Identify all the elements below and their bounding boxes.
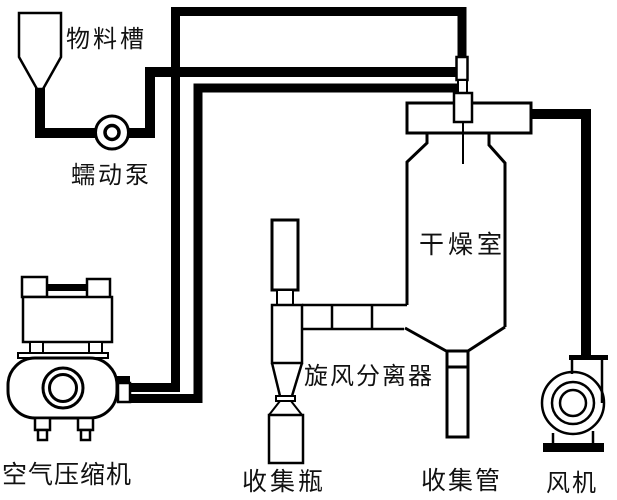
collection-tube-shape xyxy=(445,365,470,439)
air-compressor-symbol xyxy=(6,275,132,442)
label-cyclone-separator: 旋风分离器 xyxy=(304,362,434,390)
funnel-shape xyxy=(17,11,63,91)
drying-chamber-outline xyxy=(404,133,507,439)
label-drying-chamber: 干燥室 xyxy=(419,230,507,259)
chamber-right-wall xyxy=(487,133,507,327)
nozzle-mid-section xyxy=(457,79,468,94)
bottle-shoulder-right xyxy=(290,400,303,416)
cyclone-vortex-tube xyxy=(270,218,300,292)
compressor-foot-stem-right xyxy=(79,428,92,442)
fan-impeller-inner xyxy=(558,388,588,418)
compressor-head-left xyxy=(20,275,49,299)
chamber-left-wall xyxy=(405,133,429,305)
compressor-outlet-fitting xyxy=(116,381,132,404)
cyclone-bottom-flange xyxy=(275,395,296,402)
compressor-foot-right xyxy=(76,416,95,432)
nozzle-upper-section xyxy=(455,55,469,82)
compressor-head-right xyxy=(85,277,112,300)
cyclone-neck xyxy=(276,289,294,306)
collection-bottle-symbol xyxy=(267,400,305,465)
chamber-cone-left xyxy=(404,326,449,354)
label-air-compressor: 空气压缩机 xyxy=(2,460,133,489)
pipe-air-side xyxy=(129,83,459,403)
compressor-motor-body xyxy=(21,295,114,344)
nozzle-body-section xyxy=(452,91,474,124)
pipe-air-top xyxy=(129,7,467,392)
bottle-body xyxy=(267,413,305,465)
fan-inlet-flange xyxy=(569,355,608,360)
fan-base xyxy=(543,443,604,452)
bottle-shoulder-left xyxy=(268,400,281,416)
cyclone-separator-symbol xyxy=(270,218,304,402)
pipe-liquid-feed xyxy=(35,67,458,138)
compressor-support-left xyxy=(29,341,44,354)
label-material-tank: 物料槽 xyxy=(66,25,147,53)
label-peristaltic-pump: 蠕动泵 xyxy=(71,161,152,189)
cyclone-body xyxy=(270,303,304,365)
chamber-cone-right xyxy=(467,325,506,353)
peristaltic-pump-symbol xyxy=(94,114,130,151)
chamber-outlet-box xyxy=(445,349,470,369)
cyclone-cone-right xyxy=(290,362,304,397)
chamber-cyclone-duct xyxy=(302,303,407,331)
compressor-crossbar xyxy=(46,284,88,291)
label-fan: 风机 xyxy=(546,469,598,497)
compressor-tank-circle-inner xyxy=(48,373,78,403)
cyclone-cone-left xyxy=(270,362,282,397)
compressor-foot-left xyxy=(33,416,52,432)
material-tank-symbol xyxy=(17,11,63,91)
fan-impeller-outer xyxy=(550,380,596,426)
atomizer-nozzle-symbol xyxy=(452,55,474,164)
compressor-support-right xyxy=(88,341,103,354)
label-collection-bottle: 收集瓶 xyxy=(242,467,327,496)
fan-symbol xyxy=(540,355,608,452)
label-collection-tube: 收集管 xyxy=(421,466,503,495)
pump-rotor-circle xyxy=(103,123,121,142)
pipe-chamber-to-fan xyxy=(531,109,591,355)
compressor-outlet-tab xyxy=(117,376,130,383)
compressor-foot-stem-left xyxy=(36,428,49,442)
